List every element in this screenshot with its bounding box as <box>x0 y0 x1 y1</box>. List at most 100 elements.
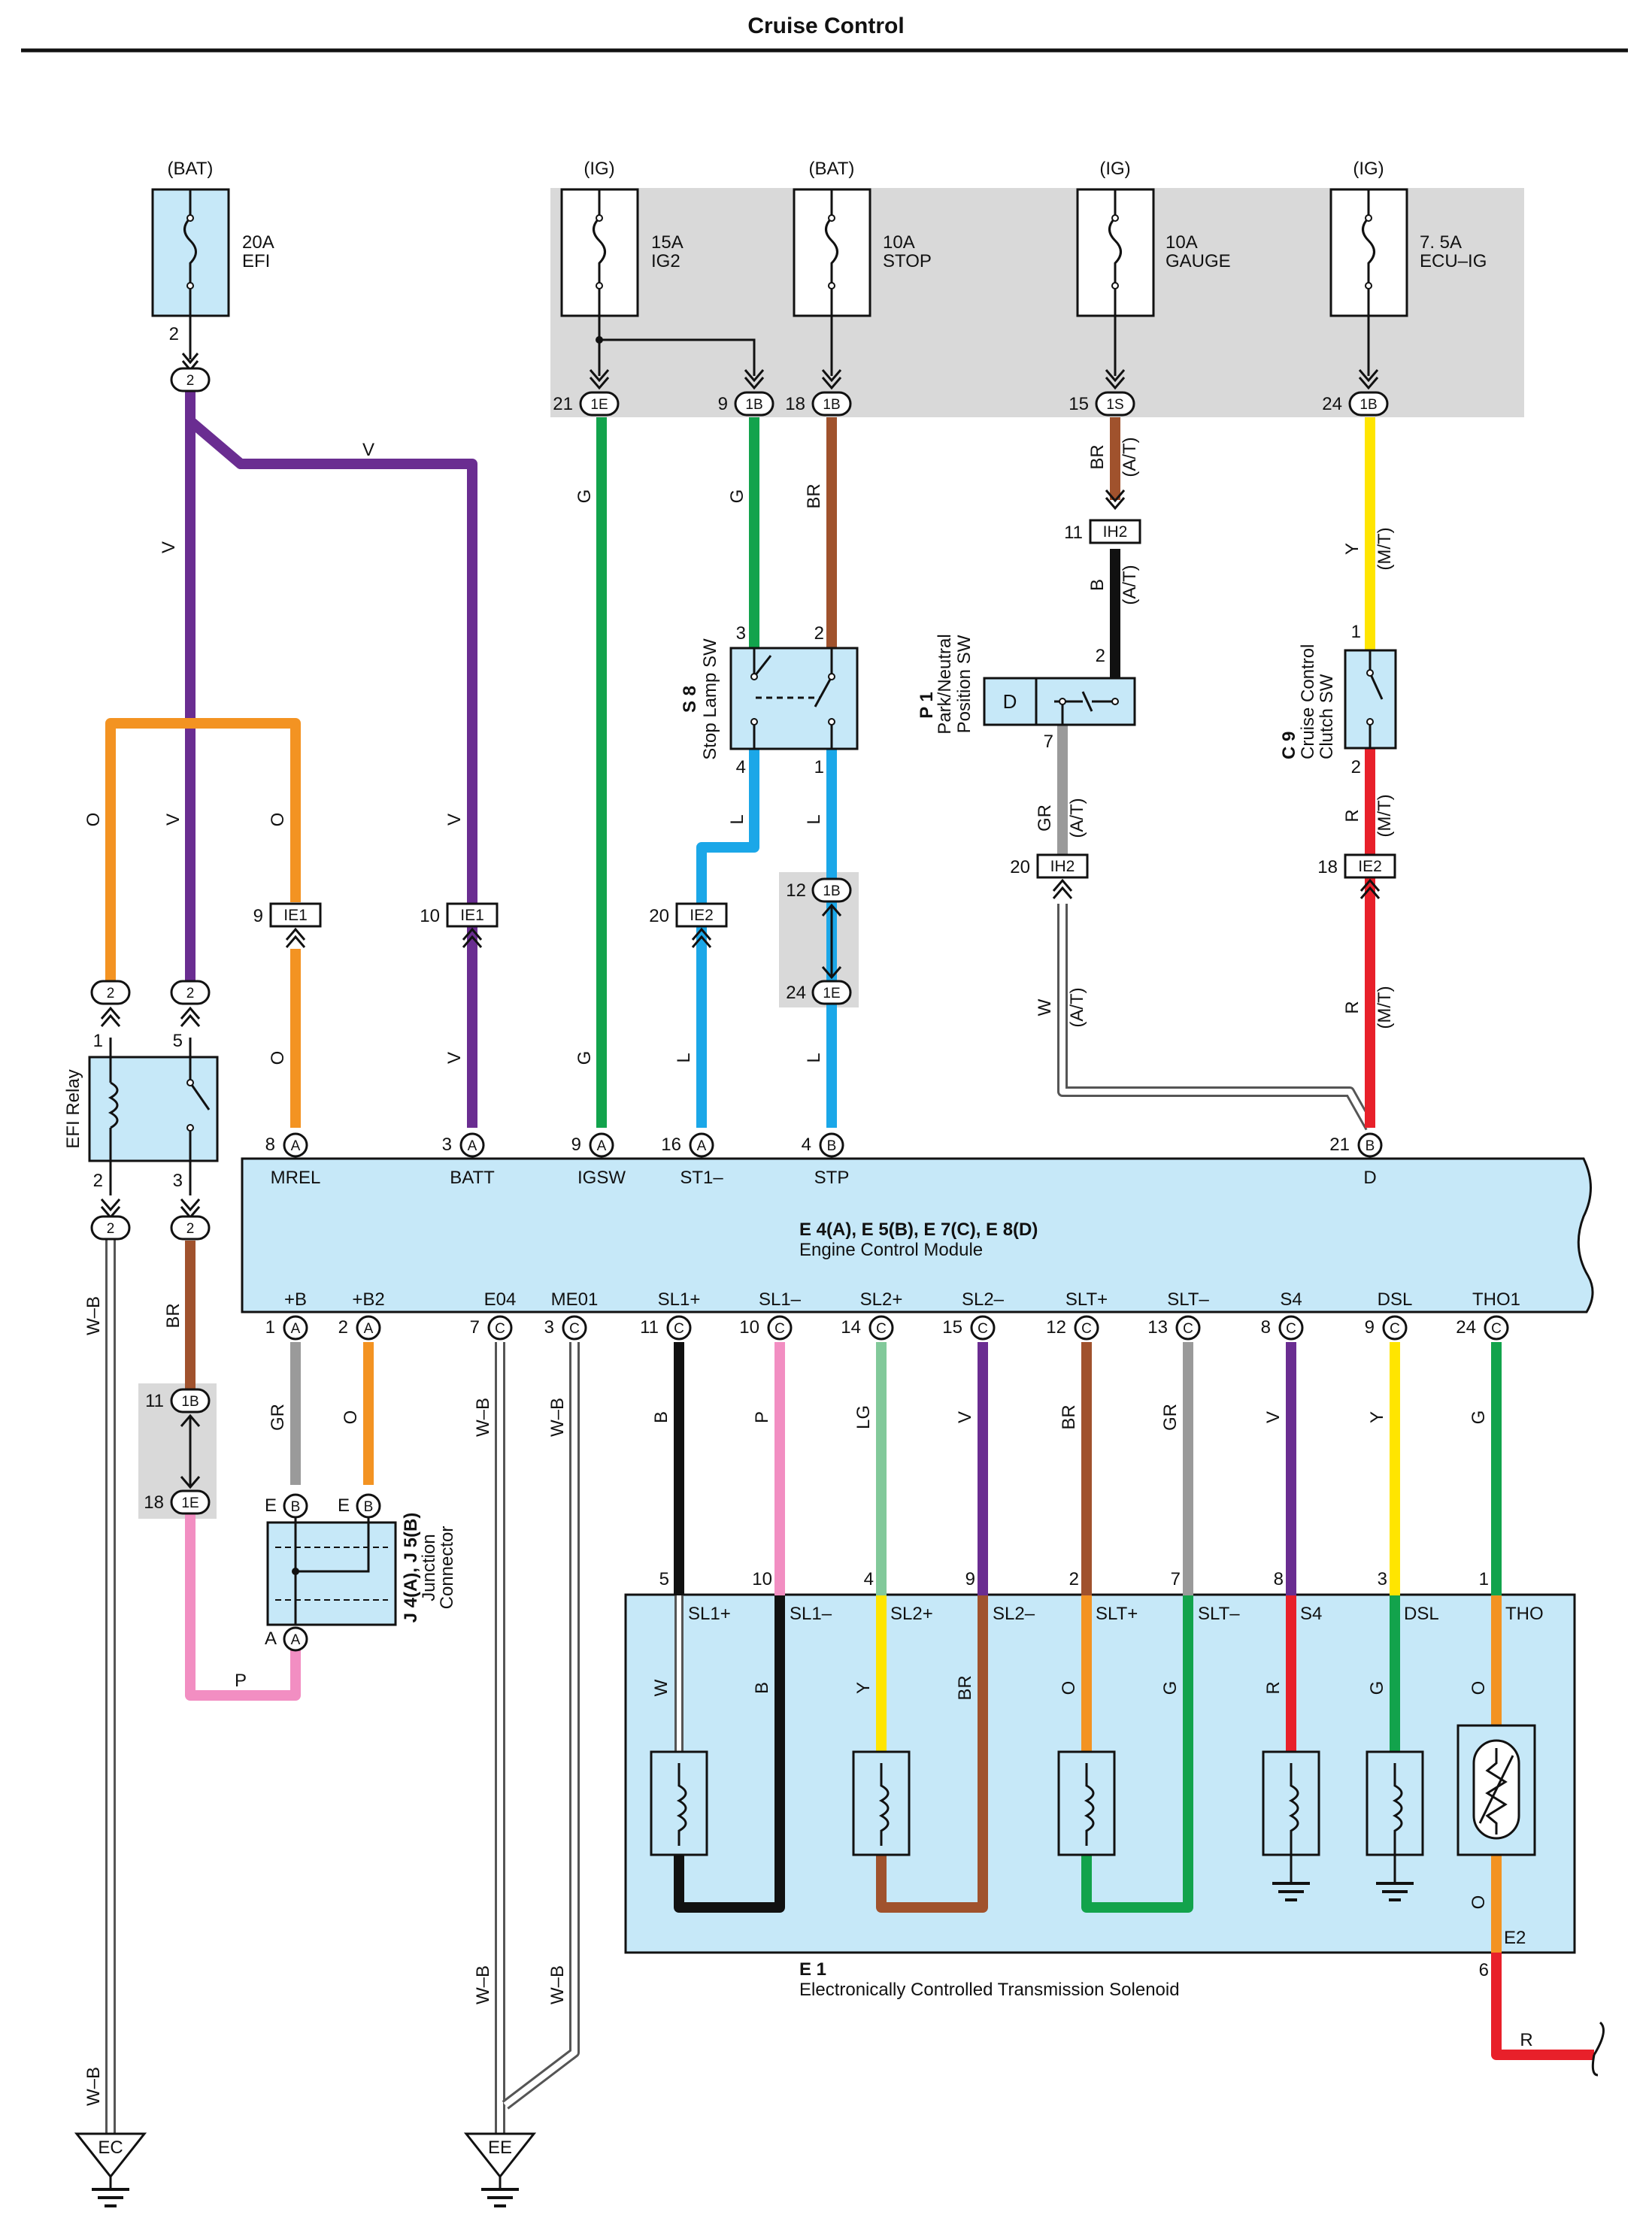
svg-text:9: 9 <box>571 1135 581 1155</box>
conn-1b-18 <box>811 369 852 417</box>
svg-text:IH2: IH2 <box>1103 523 1128 541</box>
svg-text:BR: BR <box>804 483 824 508</box>
fuse-ig2-amp: 15A <box>651 232 684 253</box>
svg-text:4: 4 <box>864 1569 874 1589</box>
svg-text:BR: BR <box>955 1675 975 1700</box>
term-st1: ST1– <box>680 1168 723 1188</box>
junction-connector: B B A E E A J 4(A), J 5(B) Junction Conn… <box>265 1493 457 1652</box>
svg-text:SLT+: SLT+ <box>1096 1604 1138 1624</box>
svg-text:2: 2 <box>338 1317 348 1338</box>
svg-text:3: 3 <box>736 623 746 644</box>
svg-text:5: 5 <box>173 1031 183 1051</box>
svg-text:10: 10 <box>420 906 440 926</box>
ecm-terminals <box>283 1132 1509 1341</box>
term-d: D <box>1363 1168 1376 1188</box>
wire-p-relay <box>185 1504 301 1701</box>
svg-text:C: C <box>495 1321 505 1337</box>
svg-text:20: 20 <box>1010 857 1030 877</box>
conn-relay-top-2b <box>170 980 211 1027</box>
svg-text:SL1+: SL1+ <box>688 1604 731 1624</box>
svg-text:15: 15 <box>942 1317 962 1338</box>
park-neutral-switch: D P 1 Park/Neutral Position SW 2 7 <box>917 634 1136 752</box>
svg-text:G: G <box>574 1051 595 1065</box>
svg-text:C: C <box>1390 1321 1400 1337</box>
svg-text:9: 9 <box>1365 1317 1375 1338</box>
svg-text:2: 2 <box>1351 757 1361 777</box>
svg-text:1B: 1B <box>745 397 762 413</box>
conn-ie1-9 <box>269 902 322 948</box>
svg-text:8: 8 <box>1261 1317 1271 1338</box>
conn-1b-24 <box>1348 369 1389 417</box>
svg-text:SL2–: SL2– <box>962 1289 1005 1310</box>
svg-text:O: O <box>1059 1681 1079 1695</box>
svg-text:14: 14 <box>841 1317 861 1338</box>
ecm-bottom-labels: +B A 1 +B2 A 2 E04 C 7 ME01 C 3 SL1+ C 1… <box>265 1289 1520 1338</box>
svg-text:1B: 1B <box>1359 397 1377 413</box>
svg-text:4: 4 <box>736 757 746 777</box>
svg-text:SL1–: SL1– <box>790 1604 832 1624</box>
svg-text:DSL: DSL <box>1378 1289 1413 1310</box>
conn-1b-11-1e-18 <box>170 1388 211 1515</box>
svg-text:W–B: W–B <box>547 1965 568 2004</box>
svg-text:W: W <box>651 1679 671 1696</box>
svg-text:BR: BR <box>163 1303 183 1328</box>
svg-text:W–B: W–B <box>83 2067 104 2106</box>
svg-text:(A/T): (A/T) <box>1067 987 1087 1027</box>
svg-text:+B: +B <box>284 1289 307 1310</box>
svg-text:11: 11 <box>145 1391 164 1411</box>
wire-v-batt <box>186 417 477 1128</box>
fuse-stop-amp: 10A <box>883 232 915 253</box>
svg-text:3: 3 <box>442 1135 452 1155</box>
svg-text:O: O <box>268 1051 288 1065</box>
svg-text:C: C <box>1491 1321 1502 1337</box>
svg-text:2: 2 <box>107 1221 115 1237</box>
fuse-gauge-amp: 10A <box>1165 232 1198 253</box>
svg-text:L: L <box>804 814 824 824</box>
svg-text:1E: 1E <box>823 986 840 1001</box>
svg-text:W: W <box>1035 998 1055 1016</box>
svg-text:THO: THO <box>1505 1604 1544 1624</box>
svg-text:18: 18 <box>785 394 805 414</box>
fuse-ig2-name: IG2 <box>651 251 681 271</box>
solenoid-grounds <box>1272 1882 1414 1901</box>
svg-text:8: 8 <box>1274 1569 1284 1589</box>
svg-text:9: 9 <box>965 1569 975 1589</box>
clutch-name1: Cruise Control <box>1298 644 1318 759</box>
clutch-switch: C 9 Cruise Control Clutch SW 1 2 <box>1279 622 1397 777</box>
wire-color-labels: V V O V O V O V G G G BR L L L L BR (A/T… <box>83 437 1533 2106</box>
wire-l-st1 <box>696 748 759 1128</box>
svg-text:B: B <box>827 1138 837 1154</box>
wire-g-loop3 <box>1081 1595 1193 1913</box>
svg-text:R: R <box>1520 2030 1532 2050</box>
svg-text:S4: S4 <box>1280 1289 1302 1310</box>
svg-text:V: V <box>159 541 179 553</box>
fuse-gauge-name: GAUGE <box>1165 251 1231 271</box>
efi-relay: EFI Relay 1 5 2 3 <box>63 1031 219 1195</box>
svg-text:A: A <box>597 1138 607 1154</box>
svg-text:12: 12 <box>1046 1317 1066 1338</box>
svg-text:C: C <box>876 1321 887 1337</box>
fuse-efi-pin: 2 <box>169 324 179 344</box>
svg-text:A: A <box>265 1629 277 1649</box>
svg-text:24: 24 <box>786 983 806 1003</box>
svg-text:V: V <box>444 1052 465 1064</box>
fuse-ig2-supply: (IG) <box>584 159 614 179</box>
fuse-efi <box>151 188 230 359</box>
solenoid-terminal-labels: 5 SL1+ 10 SL1– 4 SL2+ 9 SL2– 2 SLT+ 7 SL… <box>659 1569 1544 1980</box>
connector-text: 2 1E 21 1B 9 1B 18 1S 15 1B 24 IH2 11 IE… <box>107 373 1382 1513</box>
svg-text:GR: GR <box>268 1404 288 1431</box>
svg-text:1: 1 <box>1479 1569 1489 1589</box>
clutch-code: C 9 <box>1279 732 1299 759</box>
svg-text:R: R <box>1263 1681 1284 1694</box>
svg-text:B: B <box>291 1499 301 1515</box>
svg-text:BR: BR <box>1087 444 1108 469</box>
svg-text:C: C <box>569 1321 580 1337</box>
svg-text:DSL: DSL <box>1404 1604 1439 1624</box>
svg-text:3: 3 <box>173 1171 183 1191</box>
svg-text:Y: Y <box>1342 543 1363 555</box>
ground-ec: EC <box>74 2132 147 2207</box>
fuse-gauge <box>1076 188 1155 376</box>
conn-relay-bot-2a <box>90 1198 131 1241</box>
svg-text:B: B <box>1366 1138 1375 1154</box>
wire-cut <box>1591 2021 1605 2077</box>
